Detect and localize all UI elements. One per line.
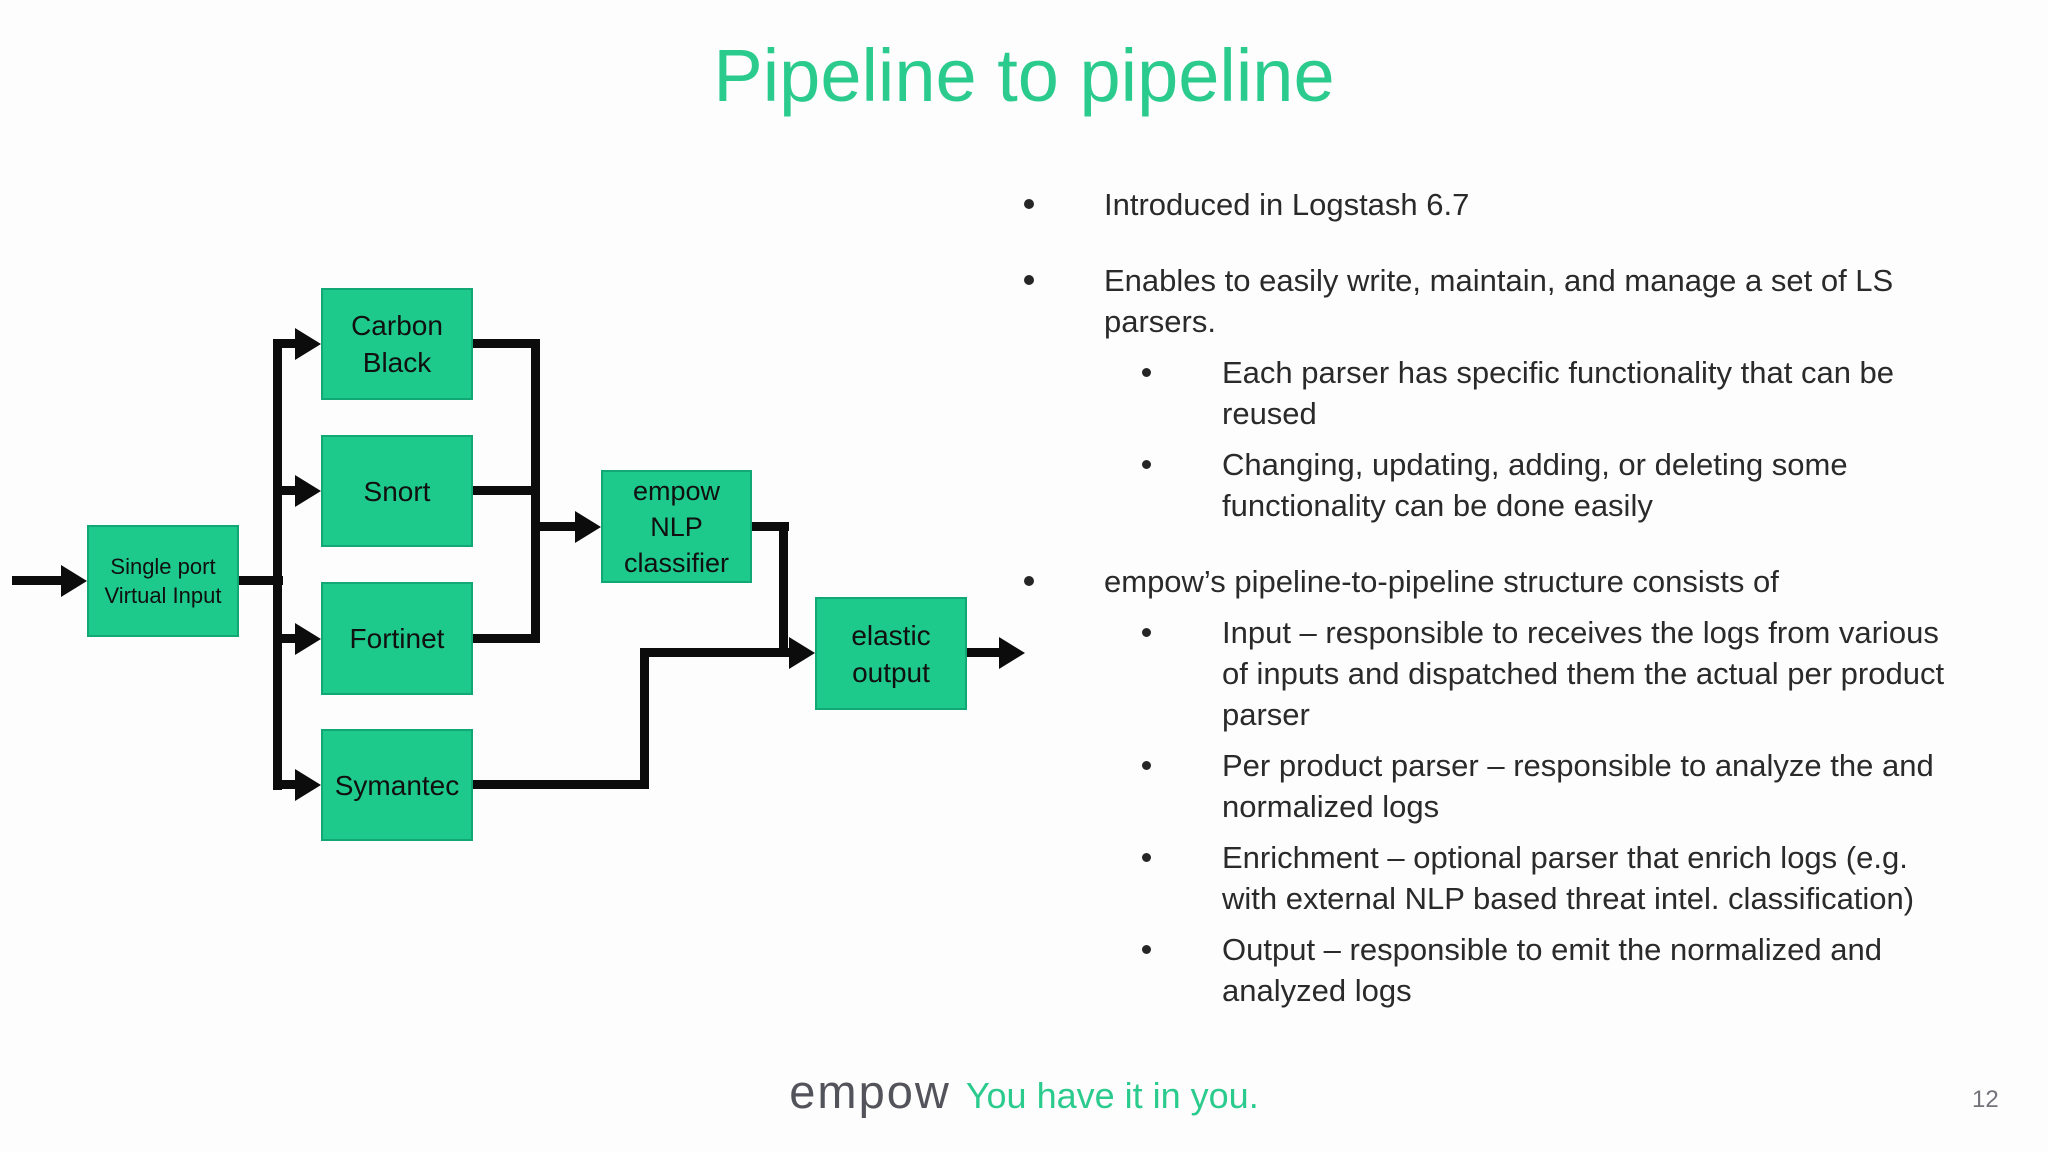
branch-arrowhead-carbon-black-icon: [295, 328, 321, 360]
sub-bullet-text: Output – responsible to emit the normali…: [1222, 932, 1882, 1008]
carbon-black-out-line: [473, 339, 536, 348]
bullet-dot: [1142, 368, 1151, 377]
sub-bullet-text: Enrichment – optional parser that enrich…: [1222, 840, 1915, 916]
box-label: Fortinet: [349, 623, 445, 654]
box-label: Single port Virtual Input: [104, 554, 222, 608]
elastic-arrowhead-icon: [789, 637, 815, 669]
box-single-port-virtual-input: Single port Virtual Input: [87, 525, 239, 637]
symantec-up-line: [640, 648, 649, 789]
sub-bullet-item: Each parser has specific functionality t…: [1104, 352, 2036, 434]
empow-logo: empow: [789, 1065, 951, 1118]
branch-arrowhead-snort-icon: [295, 475, 321, 507]
box-carbon-black: Carbon Black: [321, 288, 473, 400]
bullet-text: empow’s pipeline-to-pipeline structure c…: [1104, 564, 1779, 599]
collector-to-classifier-line: [531, 522, 579, 531]
classifier-down-line: [779, 522, 788, 657]
sub-bullet-item: Per product parser – responsible to anal…: [1104, 745, 2036, 827]
branch-line-fortinet: [273, 634, 297, 643]
entry-arrowhead-icon: [61, 565, 87, 597]
branch-arrowhead-fortinet-icon: [295, 623, 321, 655]
input-to-trunk-line: [239, 576, 283, 585]
classifier-arrowhead-icon: [575, 511, 601, 543]
box-label: Snort: [363, 475, 431, 507]
entry-line: [12, 576, 65, 585]
bullet-dot: [1142, 945, 1151, 954]
bullet-item-2: Enables to easily write, maintain, and m…: [1022, 260, 2036, 526]
sub-bullet-list: Each parser has specific functionality t…: [1104, 352, 2036, 526]
box-fortinet: Fortinet: [321, 582, 473, 695]
classifier-out-line: [752, 522, 789, 531]
elastic-in-line: [640, 648, 790, 657]
exit-arrowhead-icon: [999, 637, 1025, 669]
bullet-dot: [1024, 199, 1034, 209]
bullet-text: Enables to easily write, maintain, and m…: [1104, 263, 1894, 339]
collector-line: [531, 339, 540, 643]
sub-bullet-text: Changing, updating, adding, or deleting …: [1222, 447, 1848, 523]
branch-line-snort: [273, 486, 297, 495]
footer: empow You have it in you.: [0, 1064, 2048, 1119]
box-label: elastic output: [851, 619, 931, 688]
fortinet-out-line: [473, 634, 536, 643]
bullet-dot: [1142, 460, 1151, 469]
page-number: 12: [1972, 1086, 1999, 1113]
bullet-dot: [1024, 576, 1034, 586]
sub-bullet-text: Input – responsible to receives the logs…: [1222, 615, 1945, 732]
bullet-dot: [1142, 761, 1151, 770]
bullet-list: Introduced in Logstash 6.7 Enables to ea…: [1022, 184, 2036, 1011]
box-label: Carbon Black: [351, 310, 443, 378]
bullet-dot: [1142, 628, 1151, 637]
sub-bullet-text: Each parser has specific functionality t…: [1222, 355, 1895, 431]
box-elastic-output: elastic output: [815, 597, 967, 710]
box-label: Symantec: [334, 769, 460, 801]
bullet-item-1: Introduced in Logstash 6.7: [1022, 184, 2036, 225]
box-label: empow NLP classifier: [623, 475, 730, 578]
slide-title: Pipeline to pipeline: [713, 34, 1335, 117]
bullet-dot: [1142, 853, 1151, 862]
sub-bullet-text: Per product parser – responsible to anal…: [1222, 748, 1934, 824]
sub-bullet-item: Output – responsible to emit the normali…: [1104, 929, 2036, 1011]
bullet-item-3: empow’s pipeline-to-pipeline structure c…: [1022, 561, 2036, 1011]
symantec-out-line: [473, 780, 644, 789]
box-symantec: Symantec: [321, 729, 473, 841]
box-empow-nlp-classifier: empow NLP classifier: [601, 470, 752, 583]
branch-line-symantec: [273, 780, 297, 789]
branch-line-carbon-black: [273, 339, 297, 348]
box-snort: Snort: [321, 435, 473, 547]
bullet-dot: [1024, 275, 1034, 285]
sub-bullet-item: Input – responsible to receives the logs…: [1104, 612, 2036, 735]
footer-tagline: You have it in you.: [965, 1075, 1259, 1116]
sub-bullet-item: Enrichment – optional parser that enrich…: [1104, 837, 2036, 919]
sub-bullet-list: Input – responsible to receives the logs…: [1104, 612, 2036, 1011]
exit-line: [967, 648, 1003, 657]
sub-bullet-item: Changing, updating, adding, or deleting …: [1104, 444, 2036, 526]
bullet-text: Introduced in Logstash 6.7: [1104, 187, 1470, 222]
snort-out-line: [473, 486, 536, 495]
branch-arrowhead-symantec-icon: [295, 769, 321, 801]
trunk-line: [273, 339, 282, 790]
